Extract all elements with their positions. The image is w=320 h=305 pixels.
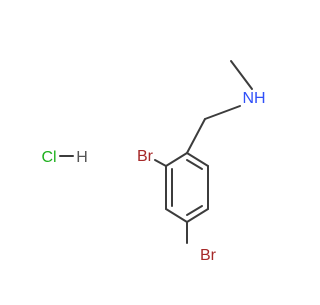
bond-ring-double-c4-c5 — [186, 205, 203, 216]
atom-label-br-ortho: Br — [137, 148, 154, 165]
atom-label-nh: NH — [242, 90, 265, 107]
background — [0, 0, 300, 300]
atom-label-h: H — [76, 149, 88, 166]
atom-label-layer: NH Br Br Cl H — [41, 90, 265, 264]
bond-ring-double-c6-c1 — [186, 159, 203, 170]
bond-ring-c4-c5 — [186, 208, 209, 223]
molecule-drawing: NH Br Br Cl H — [0, 0, 300, 300]
bond-ring-c1-c2 — [165, 152, 188, 167]
bond-n-ch2 — [204, 105, 241, 120]
atom-label-br-para: Br — [200, 247, 217, 264]
bond-c2-br — [154, 159, 167, 167]
bond-methyl-n — [230, 60, 253, 90]
bond-ring-c3-c4 — [165, 208, 188, 223]
atom-label-cl: Cl — [41, 149, 56, 166]
bond-ring-c6-c1 — [186, 152, 209, 167]
structure-canvas: NH Br Br Cl H — [0, 0, 300, 300]
bond-ch2-ring — [186, 118, 206, 154]
bond-layer — [59, 60, 253, 244]
